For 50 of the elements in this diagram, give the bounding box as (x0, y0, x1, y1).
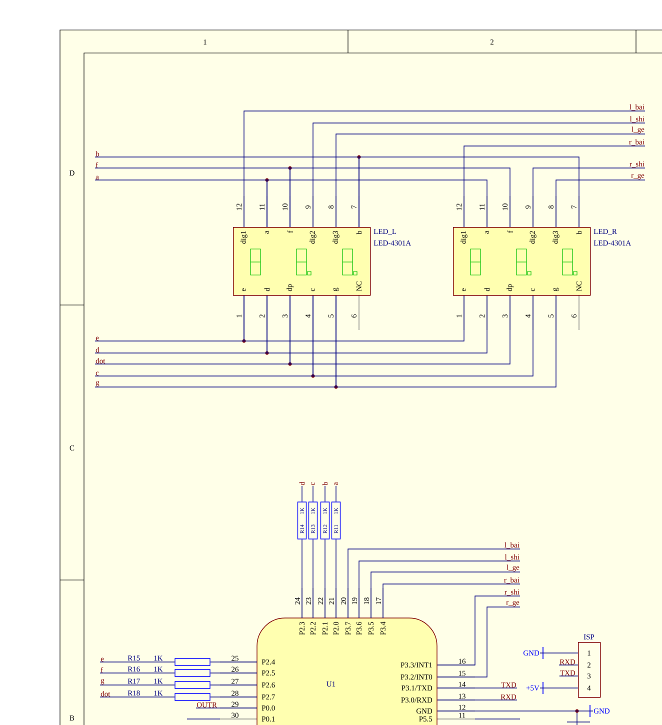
resistor (331, 502, 341, 540)
wire (100, 696, 175, 698)
wire (312, 122, 646, 228)
wire (94, 295, 268, 354)
resistor (128, 690, 210, 701)
resistor (320, 502, 330, 540)
wire (437, 606, 520, 678)
wire (358, 156, 580, 228)
wire (336, 295, 556, 388)
wire (437, 710, 594, 712)
wire (382, 584, 520, 618)
wire (464, 146, 646, 228)
wire (312, 539, 314, 618)
wire (324, 486, 326, 502)
wire (324, 539, 326, 618)
wire (94, 156, 360, 228)
resistor (297, 502, 307, 540)
wire (100, 684, 175, 686)
wire (94, 168, 290, 228)
wire (370, 572, 520, 618)
wire (358, 560, 520, 618)
wire (94, 295, 244, 342)
resistor (128, 666, 210, 677)
wire (210, 672, 258, 674)
wire (556, 180, 646, 228)
wire (210, 696, 258, 698)
wire (94, 180, 268, 228)
wire (290, 295, 510, 364)
wire (348, 548, 520, 618)
wire (210, 684, 258, 686)
resistor (128, 656, 210, 666)
resistor (308, 502, 318, 540)
wire (94, 295, 314, 376)
wire (266, 180, 488, 228)
wire (312, 486, 314, 502)
wire (94, 295, 290, 364)
wire (558, 664, 578, 666)
wire (244, 295, 464, 342)
wire (244, 110, 646, 228)
resistor (128, 678, 210, 689)
wire (290, 168, 510, 228)
wire (336, 134, 646, 228)
wire (94, 295, 336, 388)
connector-header (578, 634, 601, 698)
wire (532, 168, 646, 228)
wire (100, 672, 175, 674)
wire (540, 652, 578, 654)
wire (266, 295, 488, 354)
wire (437, 596, 520, 666)
wire (312, 295, 534, 376)
